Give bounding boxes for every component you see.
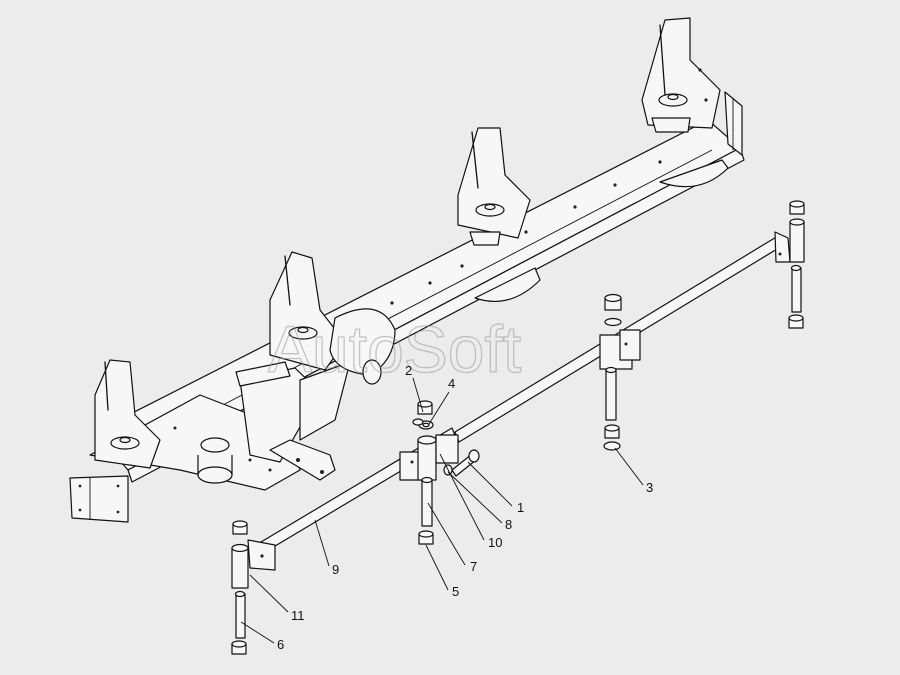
diagonal-arm [235,361,351,481]
watermark-text: AutoSoft [268,312,521,386]
tie-rod-rear [454,231,791,443]
central-clevis [417,434,459,481]
pin-stack-3 [603,293,622,451]
callout-labels: 1 2 3 4 5 6 7 8 9 10 11 [277,363,653,652]
washer-4 [412,418,434,430]
callout-7: 7 [470,559,477,574]
gusset-middle [474,267,541,302]
pin-stack-right [788,200,805,329]
mount-pad-2 [269,251,396,385]
callout-8: 8 [505,517,512,532]
callout-3: 3 [646,480,653,495]
callout-11: 11 [291,608,305,623]
nut-5 [418,530,434,545]
pin-stack-front [231,520,249,655]
front-end-plate [69,475,129,523]
callout-9: 9 [332,562,339,577]
callout-6: 6 [277,637,284,652]
fasteners [231,200,805,655]
mount-pad-1 [94,359,161,469]
callout-1: 1 [517,500,524,515]
callout-10: 10 [488,535,502,550]
callout-5: 5 [452,584,459,599]
mount-pad-4 [641,17,721,133]
rear-end-plate [724,91,743,156]
bolt-1 [451,449,480,477]
leader-lines [240,377,644,644]
gusset-right [659,159,729,188]
pin-7 [421,476,433,527]
callout-2: 2 [405,363,412,378]
callout-4: 4 [448,376,455,391]
mount-pad-3 [457,127,531,246]
